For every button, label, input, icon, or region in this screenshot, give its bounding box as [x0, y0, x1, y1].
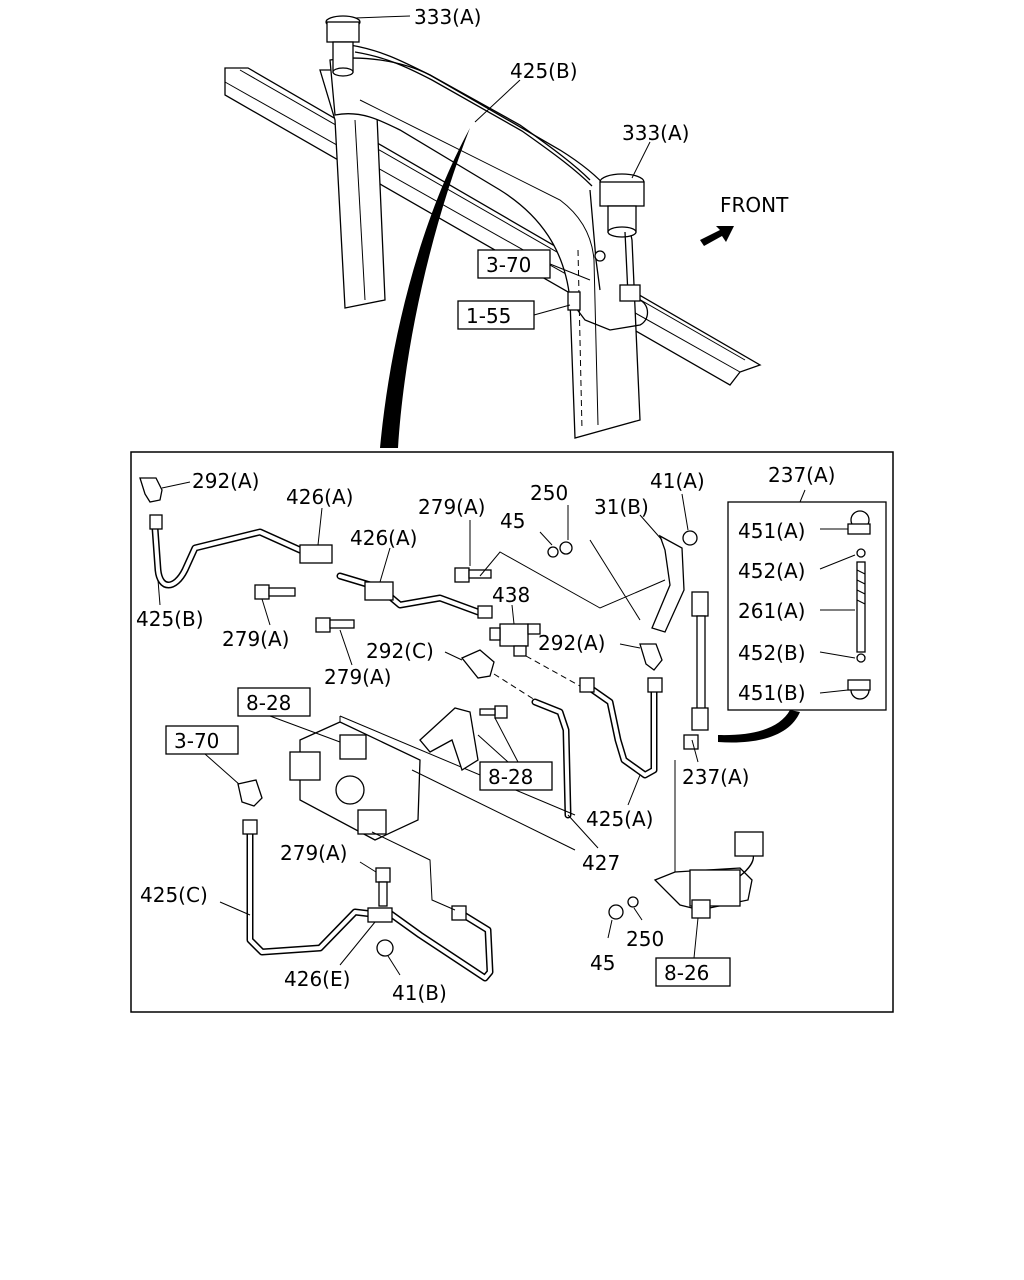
kit-237a-box	[727, 501, 887, 711]
pipe-425b	[149, 514, 304, 589]
kit-label-261a: 261(A)	[738, 599, 805, 623]
label-279a-1: 279(A)	[222, 627, 289, 651]
bolt-279a-1	[254, 584, 296, 600]
detail-frame	[130, 451, 894, 1013]
nut-41a	[682, 530, 698, 546]
clip-426e	[367, 907, 393, 923]
clip-426a-2	[364, 581, 394, 601]
ref-1-55-label: 1-55	[466, 304, 511, 328]
label-425c: 425(C)	[140, 883, 208, 907]
pipe-427	[531, 698, 572, 819]
nut-45-bottom	[608, 904, 624, 920]
ref-8-26-label: 8-26	[664, 961, 709, 985]
label-237a-top: 237(A)	[768, 463, 835, 487]
elbow-292a-mid	[639, 643, 663, 671]
ref-box-3-70-mid: 3-70	[165, 725, 239, 755]
label-250-bottom: 250	[626, 927, 664, 951]
label-292c: 292(C)	[366, 639, 434, 663]
rod-237a	[683, 591, 709, 750]
elbow-292a-left	[139, 477, 163, 503]
ref-3-70-mid-label: 3-70	[174, 729, 219, 753]
bolt-279a-4	[375, 867, 391, 907]
washer-250-top	[559, 541, 573, 555]
clip-426a-1	[299, 544, 333, 564]
ref-box-1-55: 1-55	[457, 300, 535, 330]
pipe-lower-right	[384, 905, 494, 982]
bolt-8-28	[479, 705, 508, 719]
ref-box-3-70-top: 3-70	[477, 249, 551, 279]
kit-arrow	[718, 710, 800, 743]
label-41b: 41(B)	[392, 981, 447, 1005]
label-438: 438	[492, 583, 530, 607]
ref-3-70-top-label: 3-70	[486, 253, 531, 277]
sensor-assembly-8-26	[653, 831, 764, 919]
bracket-31b	[651, 534, 685, 633]
fitting-3-70	[237, 779, 263, 807]
chassis-frame-overview	[224, 15, 762, 448]
front-arrow-icon	[700, 226, 734, 246]
label-31b: 31(B)	[594, 495, 649, 519]
ref-box-8-28-b: 8-28	[479, 761, 553, 791]
valve-assembly	[289, 721, 421, 841]
nut-41b	[376, 939, 394, 957]
ref-8-28-a-label: 8-28	[246, 691, 291, 715]
front-label: FRONT	[720, 193, 789, 217]
label-41a: 41(A)	[650, 469, 705, 493]
detail-arrow	[380, 128, 470, 448]
washer-250-bottom	[627, 896, 639, 908]
label-279a-3: 279(A)	[418, 495, 485, 519]
label-292a-left: 292(A)	[192, 469, 259, 493]
pipe-425a	[579, 677, 663, 779]
label-425a: 425(A)	[586, 807, 653, 831]
nut-45-top	[547, 546, 559, 558]
label-292a-mid: 292(A)	[538, 631, 605, 655]
label-425b-top: 425(B)	[510, 59, 578, 83]
label-426e: 426(E)	[284, 967, 350, 991]
kit-label-451b: 451(B)	[738, 681, 806, 705]
label-250-top: 250	[530, 481, 568, 505]
label-45-top: 45	[500, 509, 525, 533]
label-279a-4: 279(A)	[280, 841, 347, 865]
label-333a-right: 333(A)	[622, 121, 689, 145]
label-426a-2: 426(A)	[350, 526, 417, 550]
tee-438	[489, 623, 541, 657]
label-427: 427	[582, 851, 620, 875]
label-279a-2: 279(A)	[324, 665, 391, 689]
ref-8-28-b-label: 8-28	[488, 765, 533, 789]
kit-parts	[847, 510, 871, 700]
bracket-mount	[419, 707, 479, 771]
valve-333a-right	[599, 173, 645, 238]
bolt-279a-2	[315, 617, 355, 633]
valve-333a-top	[325, 15, 361, 77]
label-426a-1: 426(A)	[286, 485, 353, 509]
kit-label-451a: 451(A)	[738, 519, 805, 543]
ref-box-8-26: 8-26	[655, 957, 731, 987]
kit-label-452b: 452(B)	[738, 641, 806, 665]
bolt-279a-3	[454, 567, 492, 583]
pipe-425c	[242, 819, 376, 956]
label-237a-mid: 237(A)	[682, 765, 749, 789]
ref-box-8-28-a: 8-28	[237, 687, 311, 717]
elbow-292c	[460, 649, 495, 679]
label-45-bottom: 45	[590, 951, 615, 975]
label-333a-top: 333(A)	[414, 5, 481, 29]
label-425b-left: 425(B)	[136, 607, 204, 631]
kit-label-452a: 452(A)	[738, 559, 805, 583]
